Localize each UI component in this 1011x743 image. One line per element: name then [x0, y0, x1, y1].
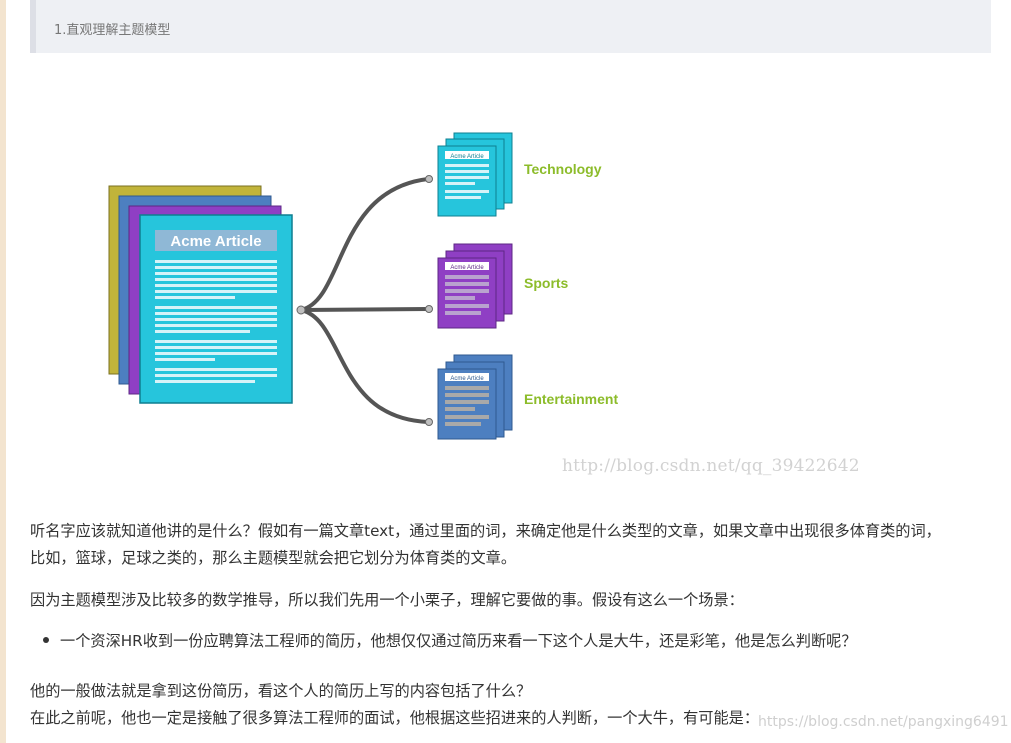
technology-doc-stack: Acme Article: [437, 132, 513, 217]
page-left-stripe: [0, 0, 6, 743]
hub-node: [296, 305, 306, 315]
node-entertainment: [425, 418, 433, 426]
topic-model-figure: Acme Article: [108, 132, 618, 440]
sports-doc-stack: Acme Article: [437, 243, 513, 329]
category-label-entertainment: Entertainment: [524, 391, 618, 407]
entertainment-doc-title: Acme Article: [450, 376, 484, 382]
branch-connectors: [299, 177, 430, 424]
section-heading-block: 1.直观理解主题模型: [30, 0, 991, 53]
connector-technology: [299, 177, 430, 312]
main-doc-text-lines: [155, 260, 277, 383]
technology-doc-title: Acme Article: [450, 154, 484, 160]
section-heading: 1.直观理解主题模型: [54, 23, 171, 38]
connector-entertainment: [299, 308, 430, 424]
connector-sports: [299, 307, 430, 312]
paragraph-1-line-1: 听名字应该就知道他讲的是什么？假如有一篇文章text，通过里面的词，来确定他是什…: [30, 522, 941, 540]
node-sports: [425, 305, 433, 313]
bullet-item-1: 一个资深HR收到一份应聘算法工程师的简历，他想仅仅通过简历来看一下这个人是大牛，…: [60, 632, 857, 650]
figure-watermark: http://blog.csdn.net/qq_39422642: [562, 456, 860, 476]
connector-nodes: [296, 175, 433, 426]
paragraph-3-line-2: 在此之前呢，他也一定是接触了很多算法工程师的面试，他根据这些招进来的人判断，一个…: [30, 709, 759, 727]
paragraph-3-line-1: 他的一般做法就是拿到这份简历，看这个人的简历上写的内容包括了什么？: [30, 682, 532, 700]
node-technology: [425, 175, 433, 183]
bottom-watermark: https://blog.csdn.net/pangxing6491: [758, 714, 1009, 730]
category-label-sports: Sports: [524, 275, 569, 291]
bullet-dot: [43, 637, 49, 643]
entertainment-doc-stack: Acme Article: [437, 354, 513, 440]
sports-doc-title: Acme Article: [450, 265, 484, 271]
paragraph-2: 因为主题模型涉及比较多的数学推导，所以我们先用一个小栗子，理解它要做的事。假设有…: [30, 591, 744, 609]
main-doc-title: Acme Article: [170, 233, 261, 250]
main-doc-title-bar: [155, 230, 277, 251]
paragraph-1-line-2: 比如，篮球，足球之类的，那么主题模型就会把它划分为体育类的文章。: [30, 549, 516, 567]
main-document-stack: Acme Article: [108, 185, 293, 404]
category-label-technology: Technology: [524, 161, 602, 177]
